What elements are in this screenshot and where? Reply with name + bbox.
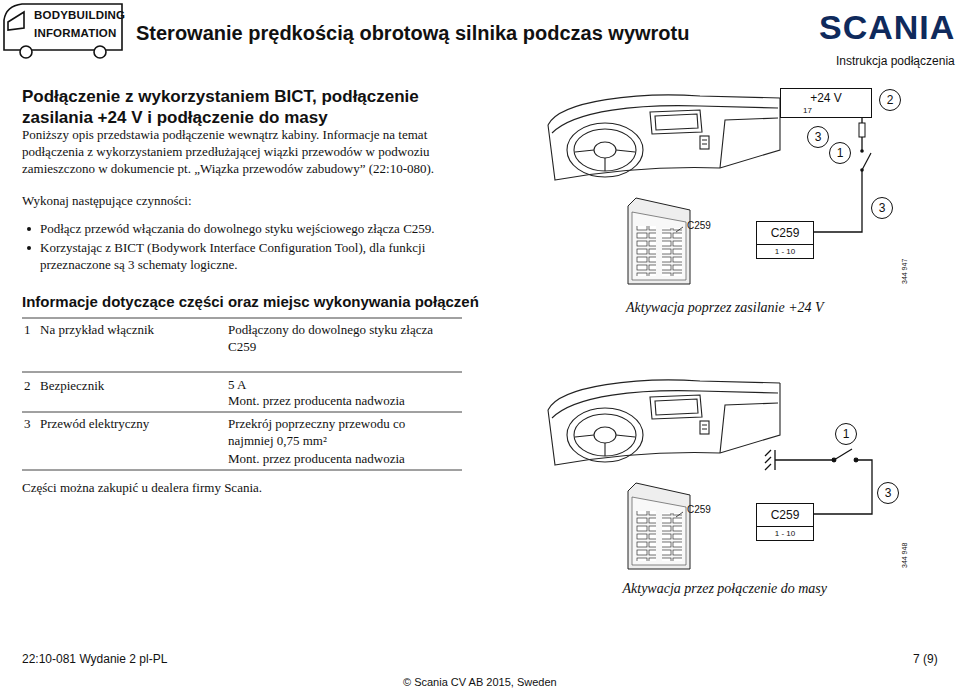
section-heading: Podłączenie z wykorzystaniem BICT, podłą… (22, 86, 482, 129)
page-title: Sterowanie prędkością obrotową silnika p… (136, 20, 689, 46)
table-cell: 5 A (228, 377, 246, 394)
node-text: C259 (757, 504, 813, 526)
logo-text: BODYBUILDING (34, 8, 125, 23)
figure-caption: Aktywacja poprzez zasilanie +24 V (626, 299, 824, 317)
document-type: Instrukcja podłączenia (836, 54, 955, 70)
table-cell: Na przykład włącznik (40, 322, 154, 339)
node-text: 2 (880, 90, 900, 110)
note-text: Części można zakupić u dealera firmy Sca… (22, 480, 262, 497)
callout-circle: 1 (829, 142, 851, 164)
node-text: +24 V (781, 89, 871, 105)
table-cell: 1 (24, 322, 31, 339)
callout-circle: 2 (879, 89, 901, 111)
table-cell: Mont. przez producenta nadwozia (228, 451, 405, 468)
callout-circle: 3 (877, 482, 899, 504)
footer-text: 22:10-081 Wydanie 2 pl-PL (22, 652, 167, 668)
brand-logo: SCANIA (819, 10, 955, 44)
node-text: 1 - 10 (757, 244, 813, 258)
table-cell: Podłączony do dowolnego styku złącza C25… (228, 322, 463, 356)
node-text: 1 - 10 (757, 526, 813, 540)
table-cell: 2 (24, 378, 31, 395)
connector-box: C2591 - 10 (756, 503, 814, 541)
fuse-switch-symbol (859, 123, 871, 172)
logo-text: INFORMATION (34, 26, 116, 41)
table-cell: Przewód elektryczny (40, 416, 149, 433)
connector-label: C259 (687, 503, 711, 516)
table-cell: 3 (24, 416, 31, 433)
node-text: 3 (808, 127, 828, 147)
table-cell: Mont. przez producenta nadwozia (228, 393, 405, 410)
callout-circle: 3 (807, 126, 829, 148)
figure-number: 344 948 (900, 543, 909, 568)
connector-label: C259 (687, 219, 711, 232)
node-text: 3 (878, 483, 898, 503)
table-cell: Bezpiecznik (40, 378, 104, 395)
body-text: Wykonaj następujące czynności: (22, 193, 192, 210)
figure-number: 344 947 (900, 259, 909, 284)
table-heading: Informacje dotyczące części oraz miejsc … (22, 292, 479, 312)
figure-caption: Aktywacja przez połączenie do masy (623, 580, 828, 598)
callout-circle: 1 (835, 423, 857, 445)
table-cell: Przekrój poprzeczny przewodu co najmniej… (228, 416, 450, 450)
bullet-text: Podłącz przewód włączania do dowolnego s… (40, 221, 480, 238)
callout-circle: 3 (871, 197, 893, 219)
bullet-text: Korzystając z BICT (Bodywork Interface C… (40, 240, 470, 274)
node-text: 1 (830, 143, 850, 163)
body-text: Poniższy opis przedstawia podłączenie we… (22, 127, 462, 178)
copyright: © Scania CV AB 2015, Sweden (403, 675, 557, 689)
supply-terminal: +24 V17 (780, 88, 872, 118)
node-text: C259 (757, 222, 813, 244)
node-text: 3 (872, 198, 892, 218)
node-text: 1 (836, 424, 856, 444)
page-number: 7 (9) (913, 652, 938, 668)
node-text: 17 (781, 105, 871, 117)
connector-box: C2591 - 10 (756, 221, 814, 259)
